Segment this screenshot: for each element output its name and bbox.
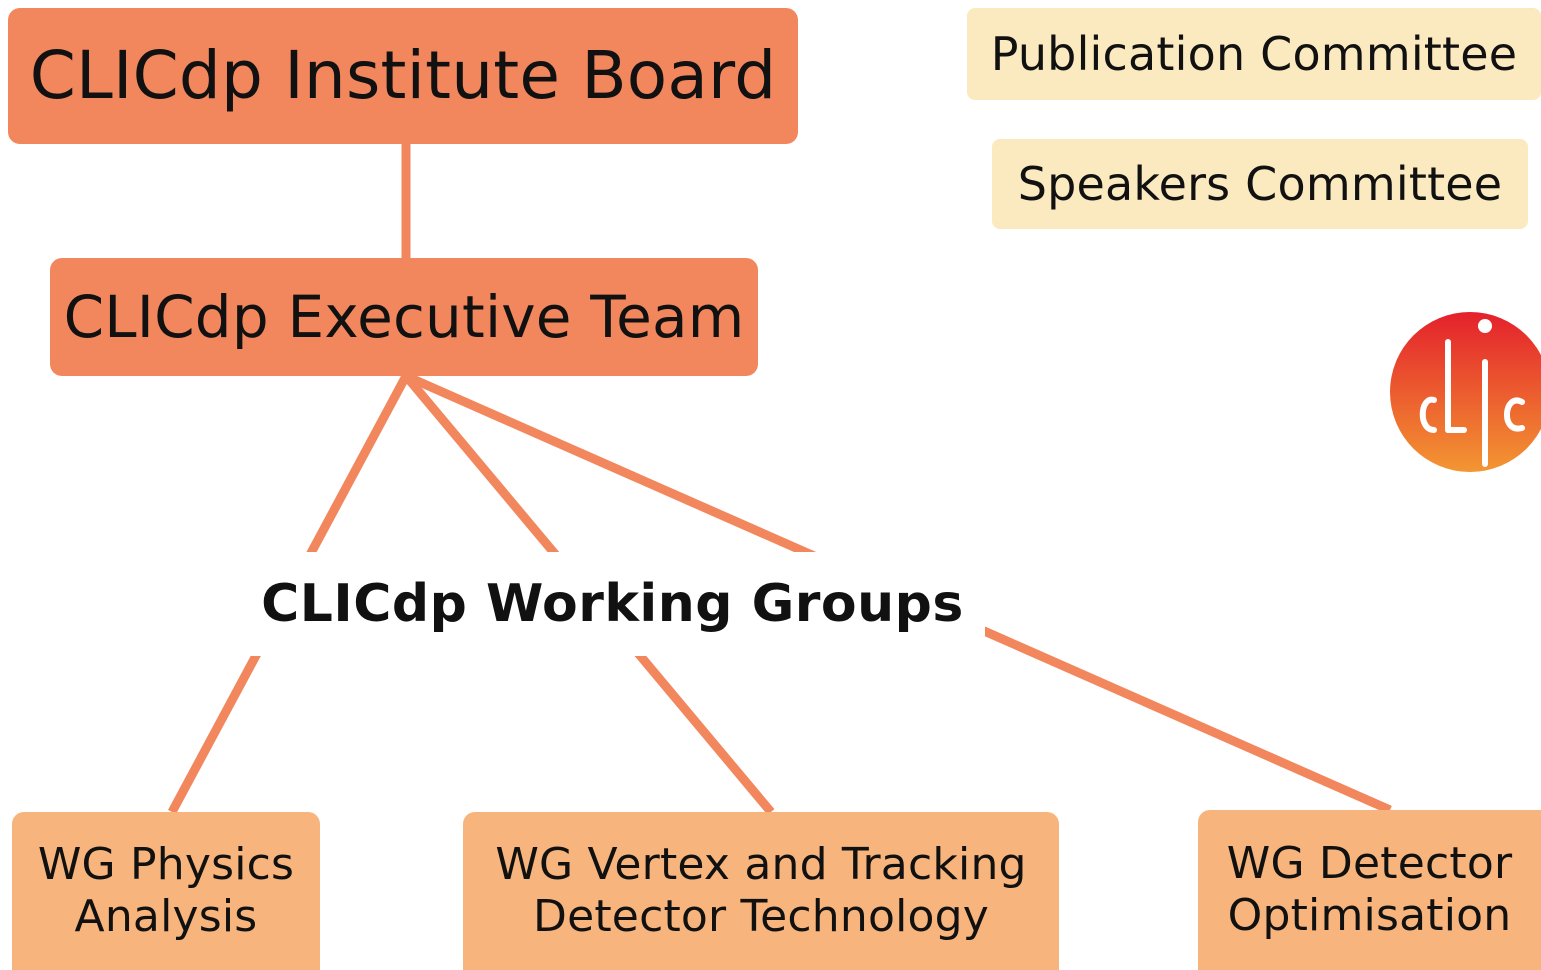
publication-committee-label: Publication Committee: [990, 26, 1518, 81]
wg-vertex-line-2: Detector Technology: [533, 891, 989, 942]
wg-physics-line-2: Analysis: [74, 891, 258, 942]
speakers-committee-label: Speakers Committee: [1017, 156, 1503, 211]
clic-logo: [1390, 312, 1541, 472]
wg-physics-line-1: WG Physics: [37, 839, 295, 891]
institute-board-label: CLICdp Institute Board: [29, 37, 777, 115]
wg-detector-optimisation-node: WG Detector Optimisation: [1198, 810, 1541, 970]
speakers-committee-node: Speakers Committee: [992, 139, 1528, 229]
working-groups-label: CLICdp Working Groups: [261, 574, 964, 634]
publication-committee-node: Publication Committee: [967, 8, 1541, 100]
institute-board-node: CLICdp Institute Board: [8, 8, 798, 144]
wg-physics-analysis-node: WG Physics Analysis: [12, 812, 320, 970]
wg-vertex-line-1: WG Vertex and Tracking: [495, 839, 1027, 891]
wg-vertex-tracking-node: WG Vertex and Tracking Detector Technolo…: [463, 812, 1059, 970]
wg-detector-opt-line-1: WG Detector: [1226, 838, 1513, 890]
wg-detector-opt-line-2: Optimisation: [1227, 890, 1512, 941]
working-groups-heading: CLICdp Working Groups: [240, 552, 985, 656]
executive-team-label: CLICdp Executive Team: [63, 282, 745, 351]
executive-team-node: CLICdp Executive Team: [50, 258, 758, 376]
